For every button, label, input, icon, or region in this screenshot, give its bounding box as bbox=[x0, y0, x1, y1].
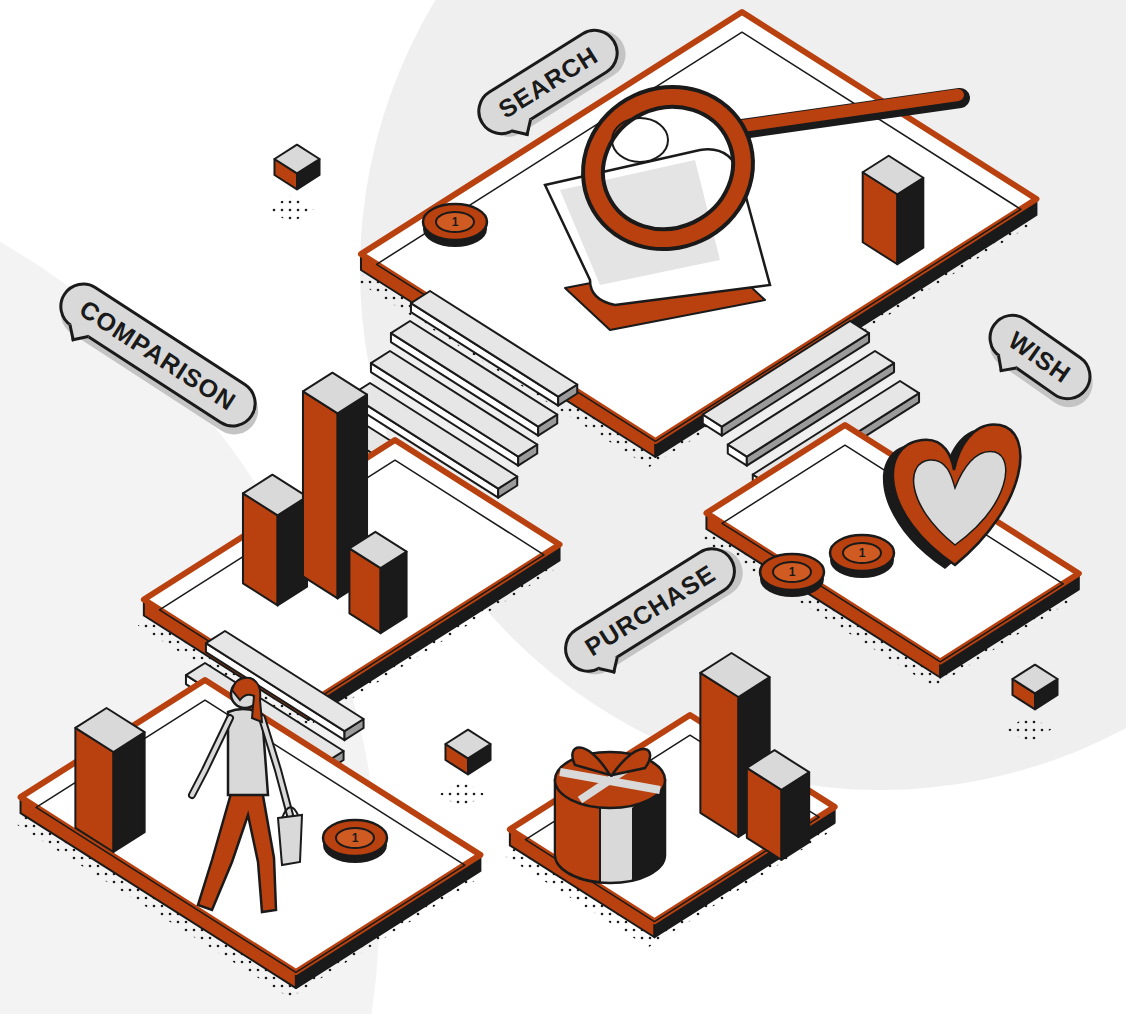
platform-slab bbox=[361, 12, 1036, 441]
platform-inner bbox=[36, 700, 465, 972]
platform-slab bbox=[510, 715, 835, 921]
lens-glint bbox=[612, 118, 668, 162]
platform-inner bbox=[377, 32, 1021, 441]
platform bbox=[355, 12, 1036, 467]
bar bbox=[747, 750, 809, 790]
dot-shadow bbox=[439, 780, 484, 809]
gift-box bbox=[555, 748, 665, 884]
dot-shadow bbox=[1006, 715, 1051, 744]
bar bbox=[75, 708, 144, 752]
platform-rim bbox=[21, 680, 481, 972]
backdrop-circle bbox=[360, 0, 1126, 790]
bar bbox=[349, 532, 406, 568]
magnifier-scene bbox=[545, 72, 960, 330]
platform-rim bbox=[706, 425, 1078, 662]
platform-rim bbox=[510, 715, 835, 921]
dot-shadow bbox=[268, 195, 313, 224]
coin-number: 1 bbox=[859, 547, 866, 559]
shopper bbox=[192, 678, 302, 912]
platform bbox=[504, 715, 835, 947]
platform-rim bbox=[361, 12, 1036, 441]
platform-inner bbox=[525, 735, 819, 921]
speech-bubble: SEARCH bbox=[468, 20, 627, 144]
magnifier-handle bbox=[735, 95, 958, 127]
floating-cube bbox=[1006, 715, 1051, 744]
coin bbox=[830, 535, 894, 578]
coin-number: 1 bbox=[452, 216, 459, 228]
coin bbox=[423, 204, 487, 247]
speech-bubble: COMPARISON bbox=[50, 273, 266, 436]
bar bbox=[700, 673, 738, 837]
heart bbox=[883, 424, 1020, 569]
bar bbox=[863, 156, 924, 195]
platform-slab bbox=[706, 425, 1078, 662]
magnifier-ring bbox=[570, 72, 767, 263]
platform-slab bbox=[21, 680, 481, 972]
bubble-text: WISH bbox=[1003, 325, 1077, 389]
bubble-text: SEARCH bbox=[493, 40, 604, 125]
floating-cube bbox=[445, 730, 490, 759]
bar bbox=[303, 373, 367, 414]
floating-cube bbox=[439, 780, 484, 809]
platform bbox=[15, 680, 481, 998]
speech-bubble: PURCHASE bbox=[555, 538, 745, 682]
bar bbox=[303, 391, 338, 598]
magnifier-ring bbox=[570, 72, 767, 263]
coin-number: 1 bbox=[789, 566, 796, 578]
floating-cube bbox=[1012, 665, 1057, 694]
platform bbox=[700, 425, 1078, 688]
coin-number: 1 bbox=[352, 832, 359, 844]
speech-bubble: WISH bbox=[979, 304, 1101, 409]
bar bbox=[243, 475, 307, 516]
floating-cube bbox=[274, 145, 319, 174]
bubble-text: PURCHASE bbox=[579, 558, 721, 662]
bar bbox=[700, 653, 769, 697]
floating-cube bbox=[268, 195, 313, 224]
coin bbox=[760, 554, 824, 597]
coin bbox=[323, 820, 387, 863]
bubble-text: COMPARISON bbox=[74, 293, 242, 416]
